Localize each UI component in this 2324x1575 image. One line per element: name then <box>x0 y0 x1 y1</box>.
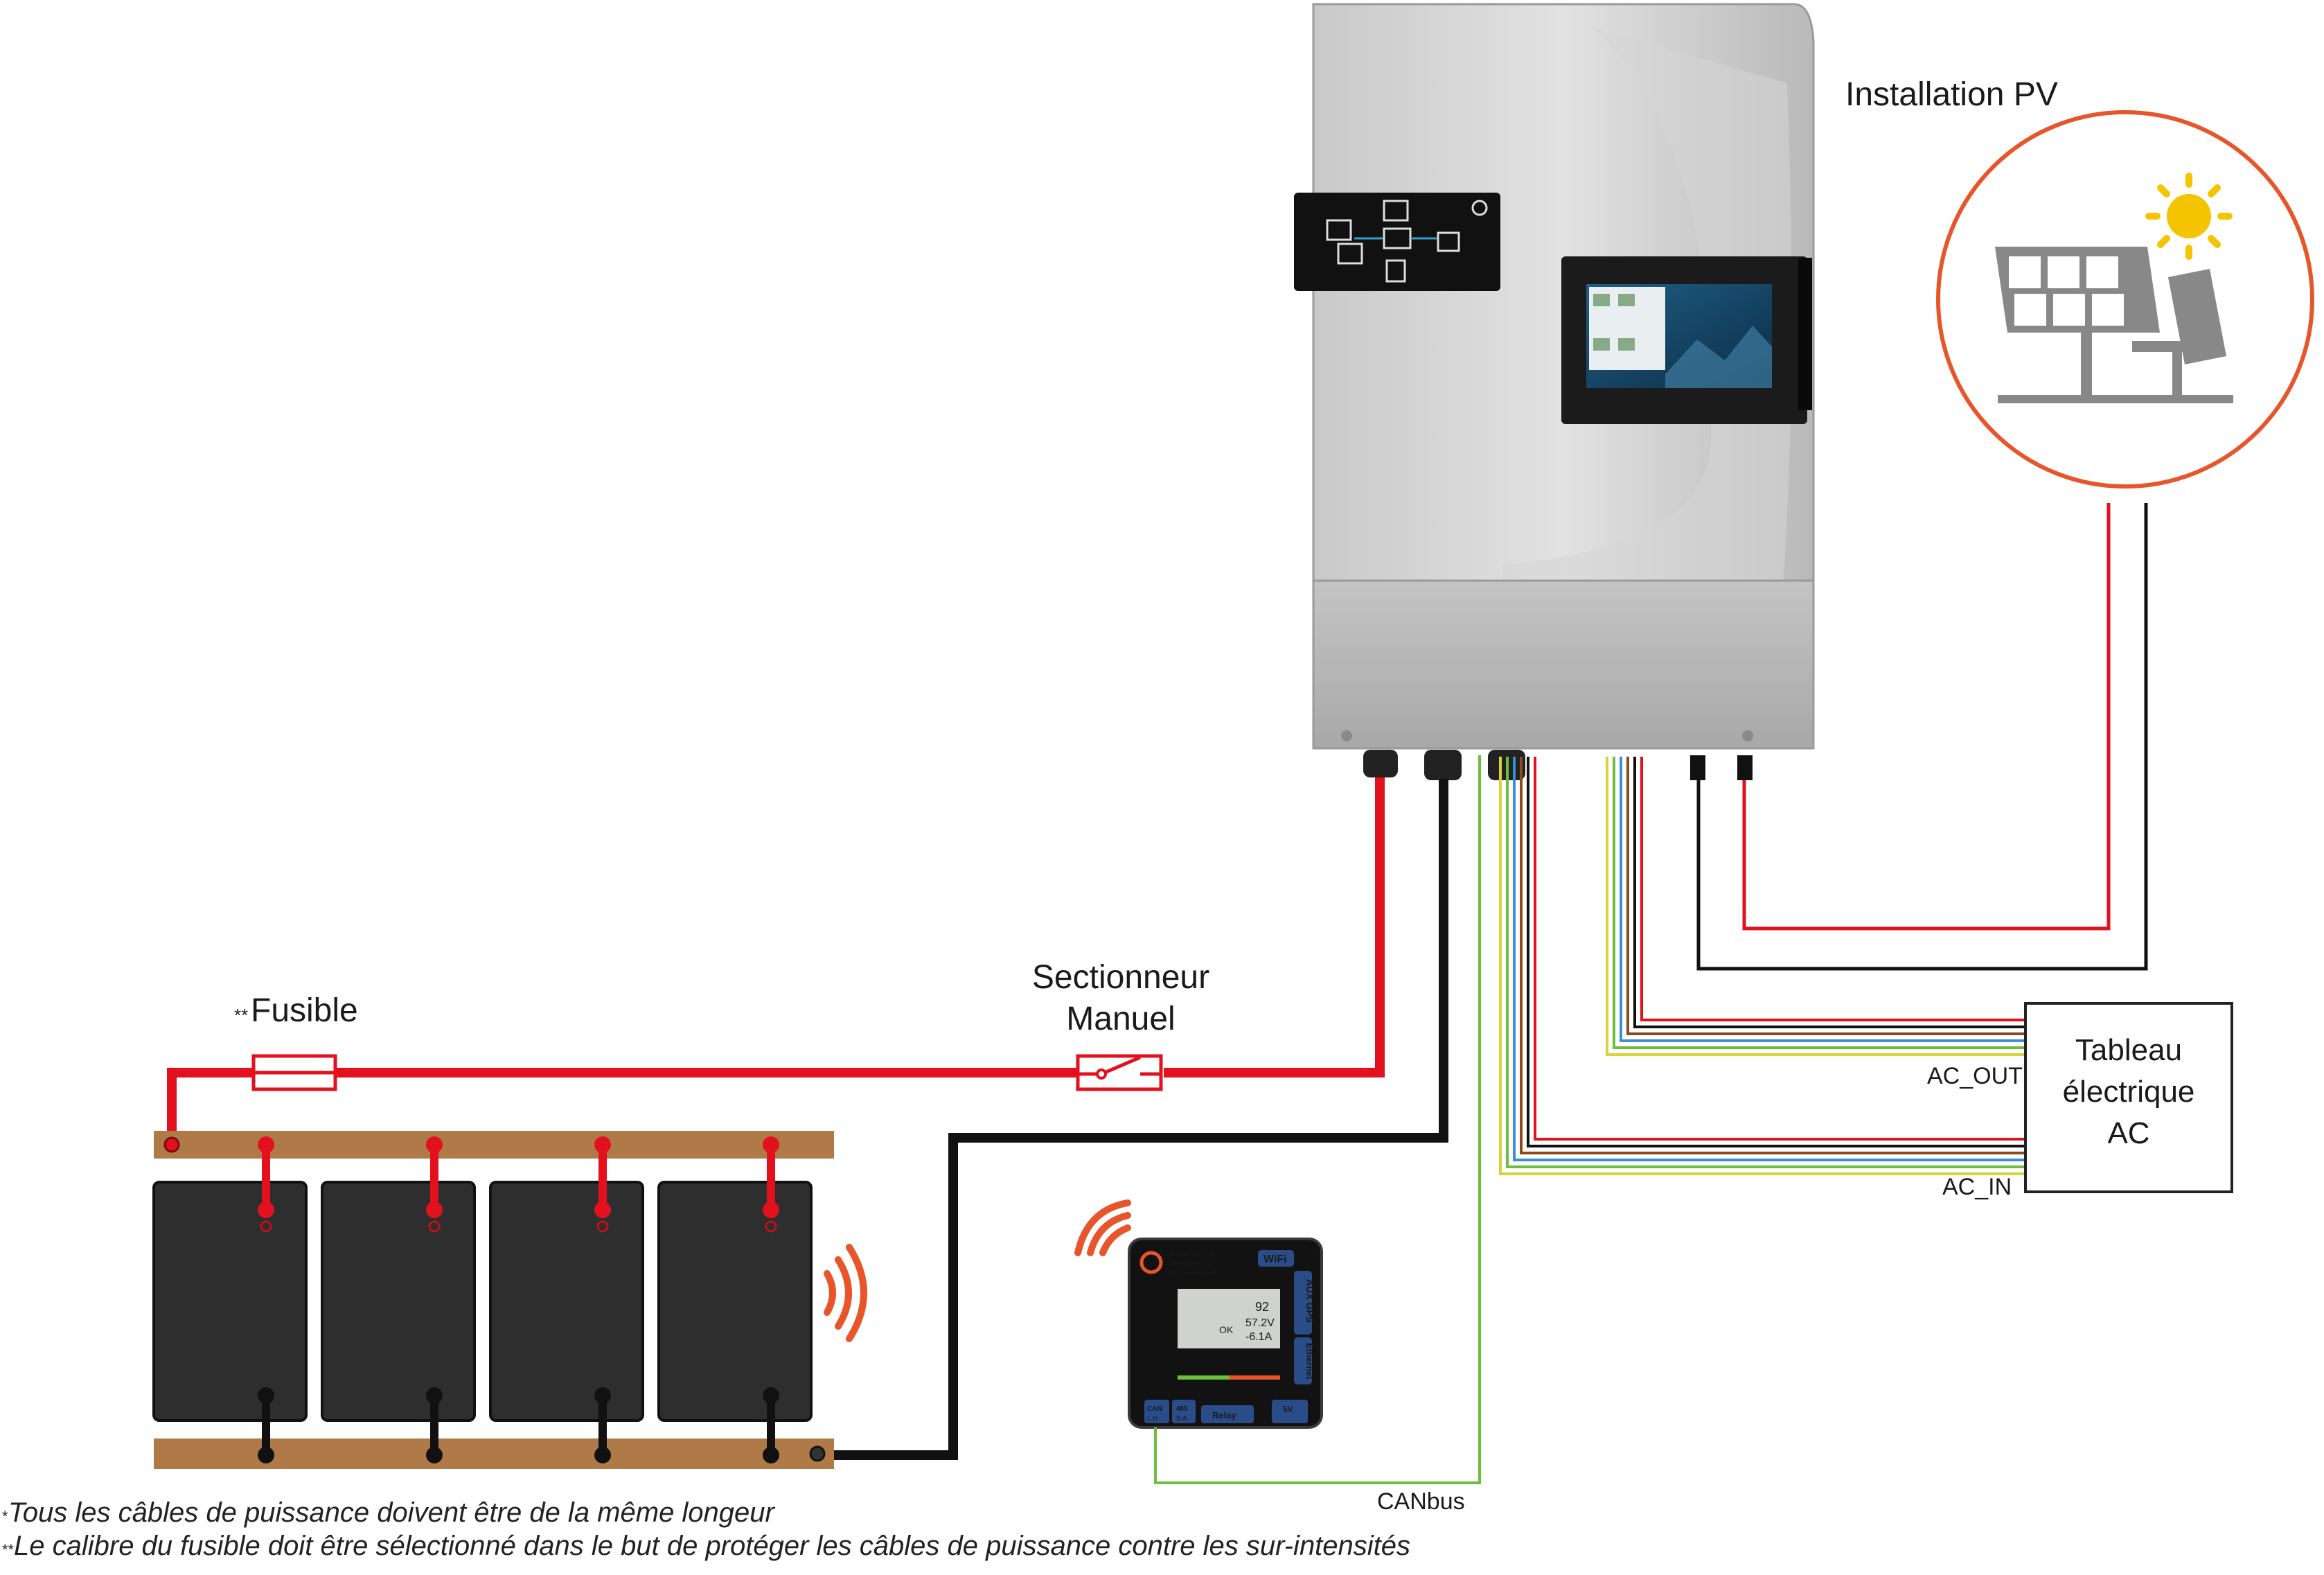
ac-out-label: AC_OUT <box>1927 1063 2023 1089</box>
negative-terminal <box>763 1387 779 1404</box>
note2-text: Le calibre du fusible doit être sélectio… <box>14 1531 1410 1561</box>
positive-terminal <box>763 1136 779 1153</box>
bms-5v-label: 5V <box>1283 1405 1293 1414</box>
bms-brand-line3: by Oxenergies <box>1171 1269 1215 1277</box>
solar-panel-icon <box>1995 247 2233 403</box>
positive-terminal <box>426 1136 443 1153</box>
ac-out-cables <box>1606 757 2025 1056</box>
bms-device: Smart Battery Management by Oxenergies W… <box>1128 1238 1323 1429</box>
bms-can-label: CAN <box>1147 1405 1162 1413</box>
fuse-icon <box>251 1054 337 1091</box>
inverter-control-panel <box>1294 193 1500 291</box>
switch-icon <box>1076 1054 1163 1091</box>
battery-module <box>657 1136 813 1463</box>
battery-module <box>152 1136 308 1463</box>
tableau-electrique: Tableau électrique AC <box>2024 1002 2233 1193</box>
battery-module <box>321 1136 476 1463</box>
negative-terminal <box>594 1387 611 1404</box>
fusible-label: Fusible <box>251 992 358 1029</box>
bms-screen-soc: 92 <box>1255 1300 1269 1314</box>
wireless-signal-icon <box>824 1244 867 1342</box>
bms-aux-label: AUX GPS <box>1304 1279 1315 1323</box>
sectionneur-label-line2: Manuel <box>1066 1001 1175 1037</box>
sectionneur-label-line1: Sectionneur <box>1032 959 1209 996</box>
pv-installation-label: Installation PV <box>1845 76 2058 113</box>
tableau-label-line2: électrique <box>2063 1075 2195 1109</box>
positive-busbar <box>154 1131 834 1159</box>
bms-rs485-pins: B A <box>1176 1415 1187 1423</box>
bms-brand-line1: Smart Battery <box>1171 1250 1213 1258</box>
pv-cables <box>1696 503 2148 971</box>
negative-terminal <box>426 1387 443 1404</box>
negative-busbar <box>154 1438 834 1469</box>
bms-screen-current: -6.1A <box>1245 1331 1272 1343</box>
ac-in-cables <box>1499 757 2025 1175</box>
pv-installation <box>1936 110 2314 489</box>
bms-screen-status: OK <box>1219 1324 1234 1335</box>
tableau-label-line3: AC <box>2107 1116 2149 1150</box>
dc-cables <box>167 777 1448 1460</box>
bms-brand-line2: Management <box>1171 1260 1212 1267</box>
dc-positive-cable <box>1164 777 1385 1077</box>
cable-glands <box>1363 750 1753 780</box>
dc-negative-cable <box>817 779 1448 1460</box>
tableau-label-line1: Tableau <box>2075 1033 2182 1067</box>
bms-screen-voltage: 57.2V <box>1245 1317 1275 1329</box>
wireless-signal-icon <box>1074 1199 1131 1256</box>
bms-wifi-label: WiFi <box>1263 1253 1287 1265</box>
canbus-cable <box>1154 755 1481 1484</box>
battery-bank <box>152 1131 834 1469</box>
fusible-marker: ** <box>234 1005 248 1026</box>
canbus-label: CANbus <box>1377 1488 1465 1515</box>
inverter-touchscreen <box>1561 256 1812 424</box>
bms-rs485-label: 485 <box>1176 1405 1188 1413</box>
bms-can-pins: L H <box>1147 1415 1157 1423</box>
note2-marker: ** <box>1 1541 15 1558</box>
bms-relay-label: Relay <box>1212 1410 1236 1420</box>
positive-terminal <box>258 1136 274 1153</box>
note1-marker: * <box>1 1508 8 1525</box>
note1-text: Tous les câbles de puissance doivent êtr… <box>8 1497 776 1528</box>
bms-ethernet-label: Ethernet <box>1304 1343 1315 1380</box>
ac-in-label: AC_IN <box>1942 1174 2012 1200</box>
battery-module <box>489 1136 644 1463</box>
inverter-device <box>1294 3 1815 780</box>
negative-terminal <box>258 1387 274 1404</box>
sun-icon <box>2145 173 2233 260</box>
positive-terminal <box>594 1136 611 1153</box>
